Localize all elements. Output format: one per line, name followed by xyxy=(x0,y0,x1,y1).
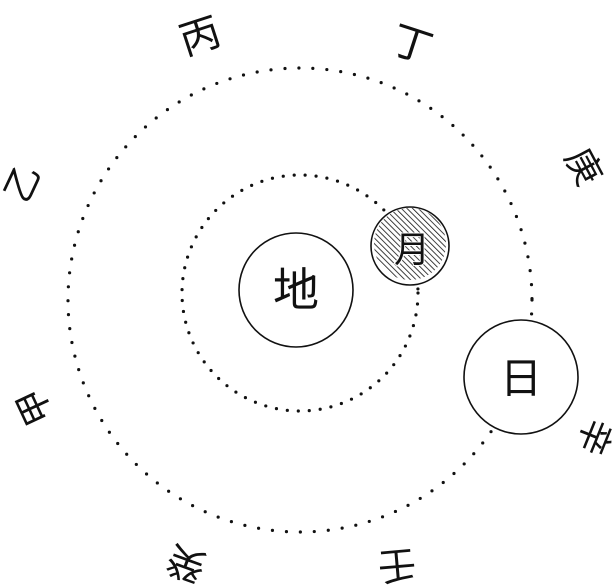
sun-label: 日 xyxy=(500,354,542,403)
stem-ding: 丁 xyxy=(386,17,438,73)
stem-gui: 癸 xyxy=(161,536,212,586)
earth-body: 地 xyxy=(239,233,353,347)
moon-label: 月 xyxy=(394,230,430,271)
sun-body: 日 xyxy=(464,320,578,434)
earth-label: 地 xyxy=(273,263,319,317)
stem-jia: 甲 xyxy=(9,381,61,431)
stem-yi: 乙 xyxy=(0,159,50,209)
stem-ren: 壬 xyxy=(376,541,418,586)
moon-body: 月 xyxy=(371,207,449,285)
stem-xin: 辛 xyxy=(568,412,616,461)
stem-geng: 庚 xyxy=(556,142,609,193)
stem-bing: 丙 xyxy=(174,9,226,65)
